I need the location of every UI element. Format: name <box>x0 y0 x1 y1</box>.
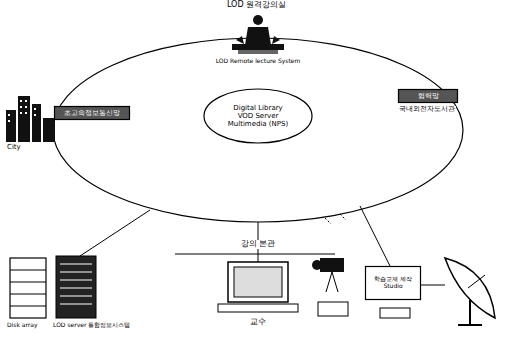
node-text: VOD Server <box>238 112 279 120</box>
network-box: 협력망 <box>398 89 458 103</box>
node-text: Digital Library <box>233 104 282 112</box>
node-text: Multimedia (NPS) <box>228 120 289 128</box>
part-label: 교수 <box>249 318 267 327</box>
node-text: 협력망 <box>418 92 439 100</box>
part-label: 국내외전자도서관 <box>398 106 456 114</box>
server-ellipse: Digital LibraryVOD ServerMultimedia (NPS… <box>203 88 313 144</box>
studio-box: 학습교재 제작 Studio <box>365 266 421 300</box>
diagram-title: LOD 원격강의실 <box>0 1 511 10</box>
part-label: Disk array <box>6 322 39 329</box>
part-label: LOD server 통합정보시스템 <box>52 322 131 329</box>
part-label: City <box>6 144 22 152</box>
node-text: 학습교재 제작 Studio <box>369 276 417 290</box>
part-label: LOD Remote lecture System <box>215 58 302 65</box>
network-box: 초고속정보통신망 <box>54 106 130 120</box>
part-label: 강의 본관 <box>240 240 277 249</box>
node-text: 초고속정보통신망 <box>64 109 120 117</box>
